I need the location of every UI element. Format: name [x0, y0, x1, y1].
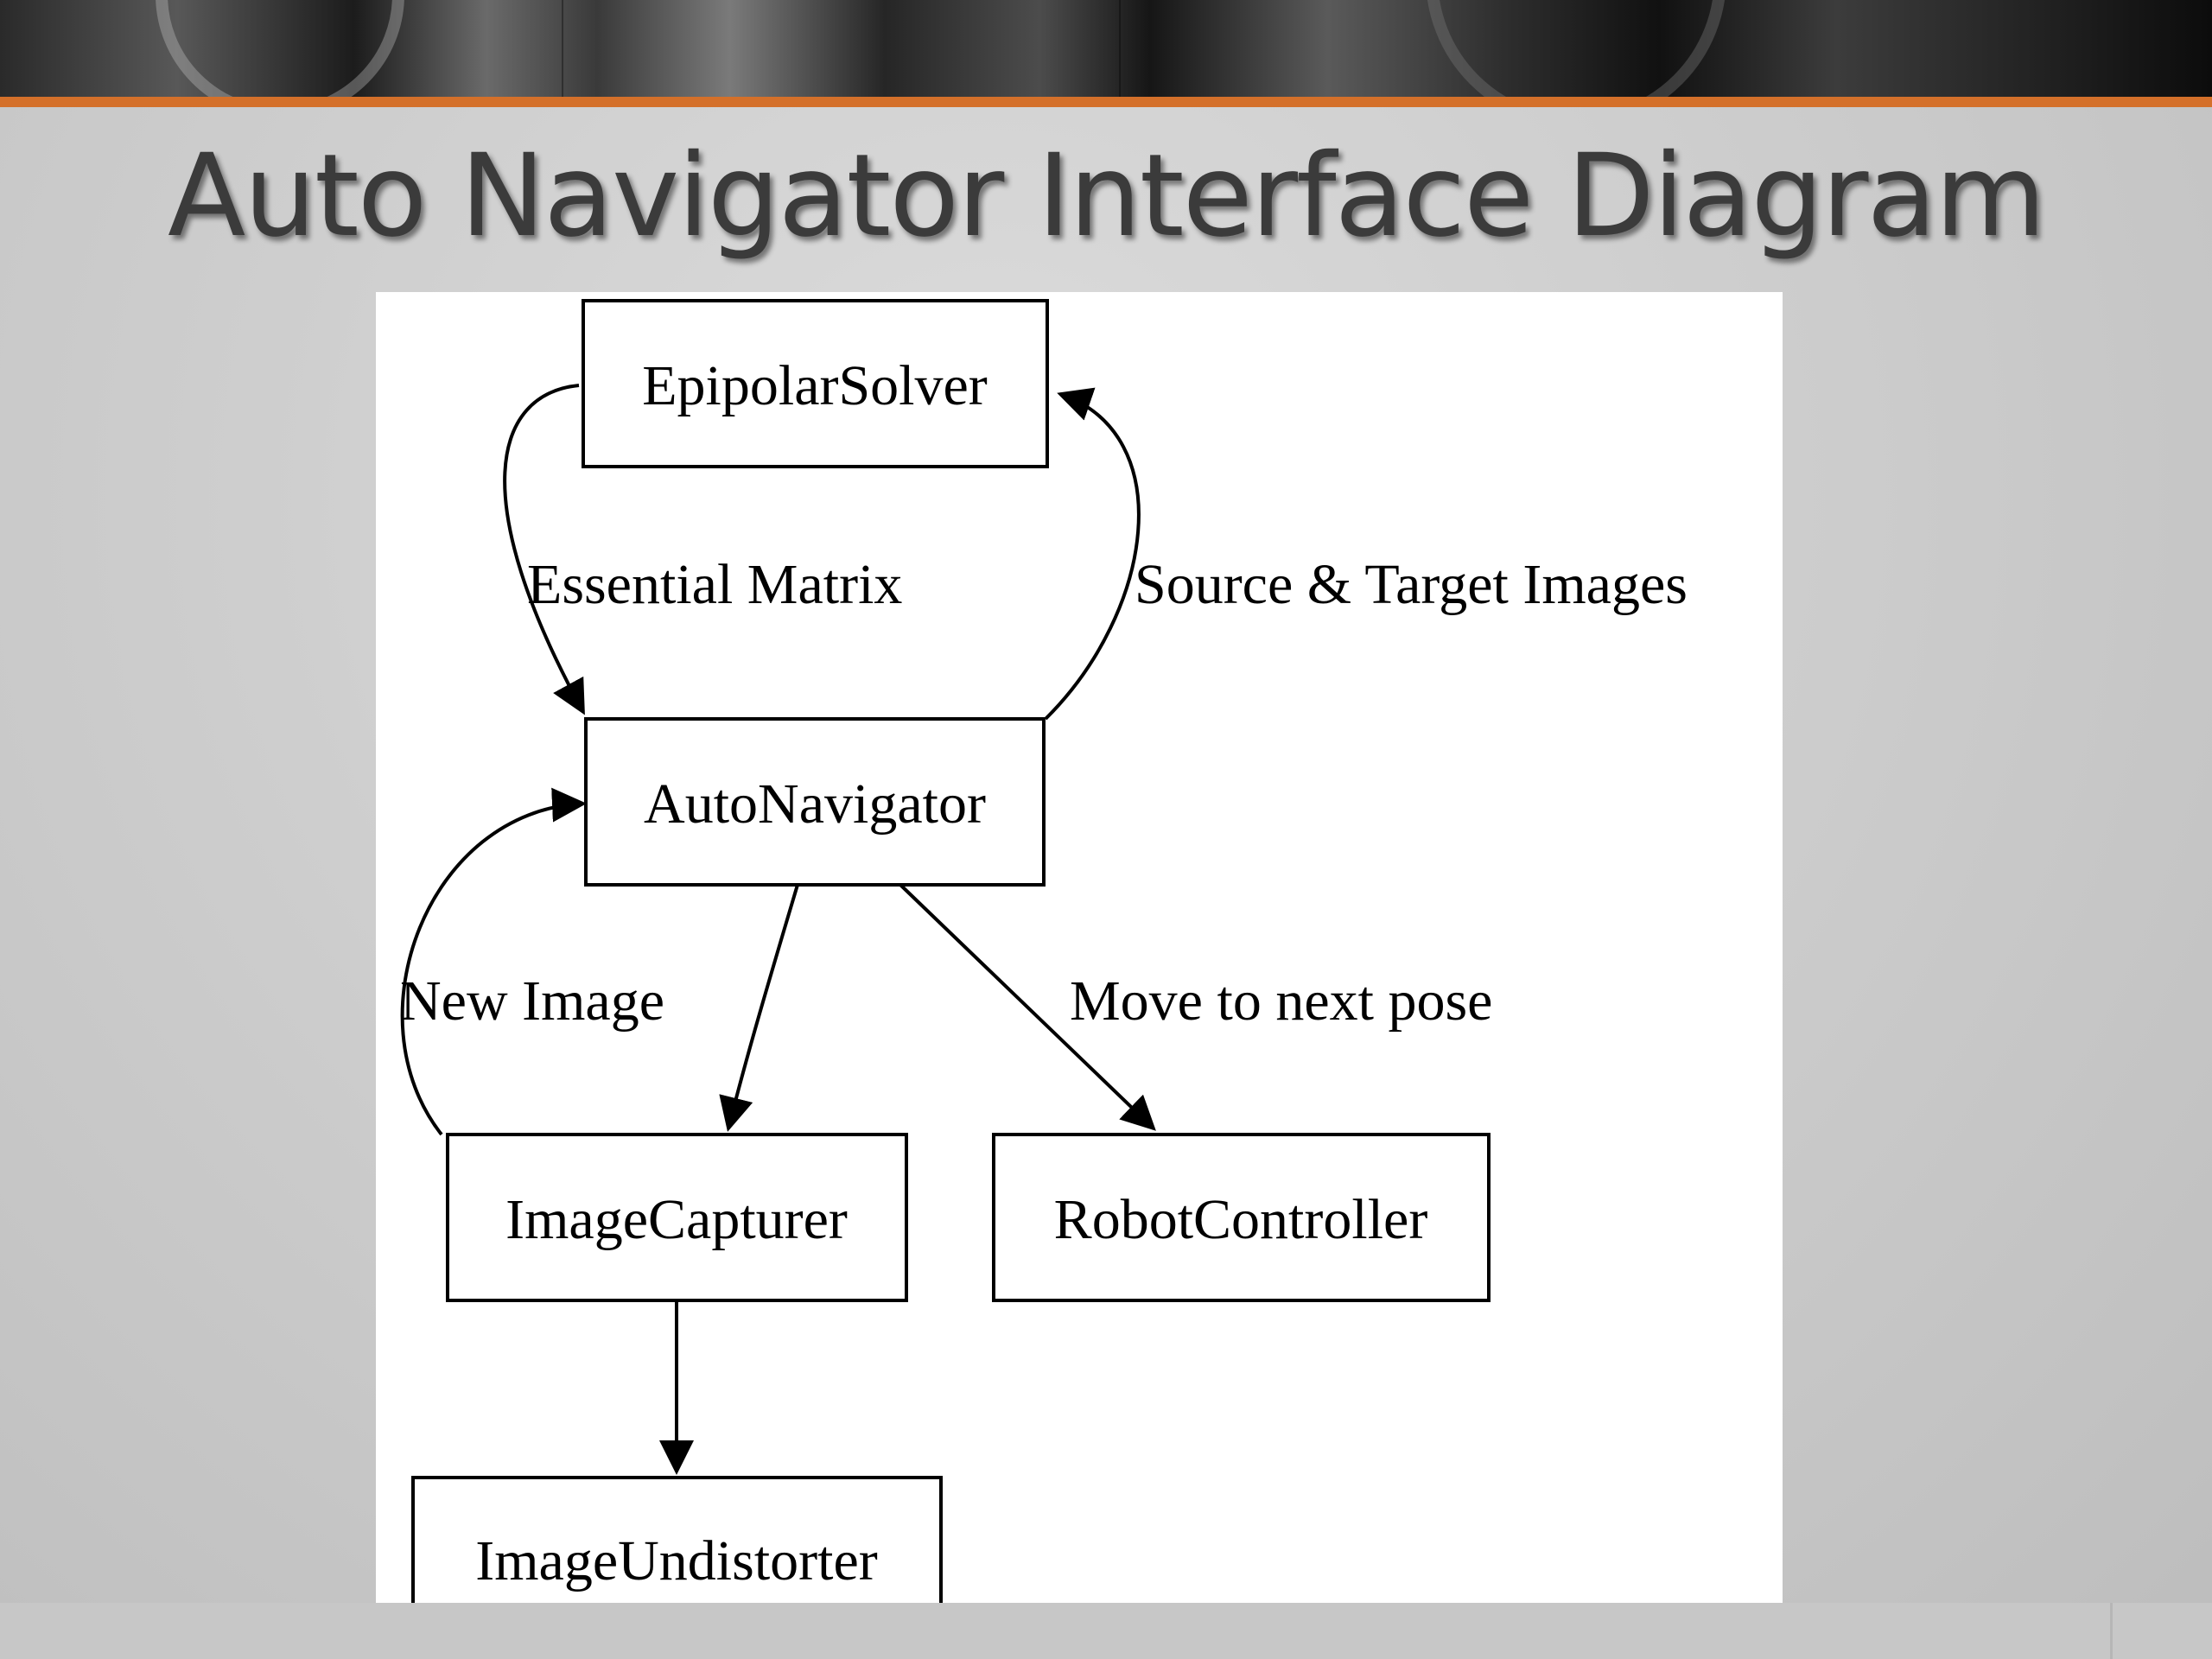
edge-new-image [400, 787, 587, 1136]
node-label: RobotController [1054, 1188, 1428, 1251]
footer-divider [2110, 1603, 2113, 1659]
edge-label-move-to-next-pose: Move to next pose [1070, 969, 1492, 1033]
edge-label-new-image: New Image [400, 969, 664, 1033]
banner-panel [562, 0, 1121, 97]
header-banner-image [0, 0, 2212, 97]
footer-strip [0, 1603, 2212, 1659]
node-epipolar-solver: EpipolarSolver [582, 299, 1049, 468]
node-label: ImageCapturer [505, 1188, 848, 1251]
edge-autonavigator-to-imagecapturer [719, 884, 799, 1132]
node-label: AutoNavigator [644, 772, 986, 836]
diagram-panel: EpipolarSolver AutoNavigator ImageCaptur… [376, 292, 1783, 1659]
edge-source-target-images [1044, 387, 1141, 721]
banner-panel [0, 0, 563, 97]
node-image-capturer: ImageCapturer [446, 1133, 908, 1302]
node-box [446, 1133, 908, 1302]
node-box [992, 1133, 1491, 1302]
edge-label-source-target-images: Source & Target Images [1135, 553, 1688, 616]
node-auto-navigator: AutoNavigator [584, 717, 1046, 887]
node-label: ImageUndistorter [475, 1529, 878, 1592]
node-robot-controller: RobotController [992, 1133, 1491, 1302]
accent-rule [0, 97, 2212, 107]
edge-move-to-next-pose [899, 883, 1156, 1131]
node-box [582, 299, 1049, 468]
edge-essential-matrix [503, 384, 585, 715]
edge-label-essential-matrix: Essential Matrix [527, 553, 902, 616]
node-label: EpipolarSolver [642, 354, 988, 417]
interface-diagram: EpipolarSolver AutoNavigator ImageCaptur… [400, 299, 1688, 1645]
wheel-graphic [1426, 0, 1726, 97]
node-box [584, 717, 1046, 887]
slide-title: Auto Navigator Interface Diagram [168, 130, 2046, 263]
wheel-graphic [156, 0, 404, 97]
